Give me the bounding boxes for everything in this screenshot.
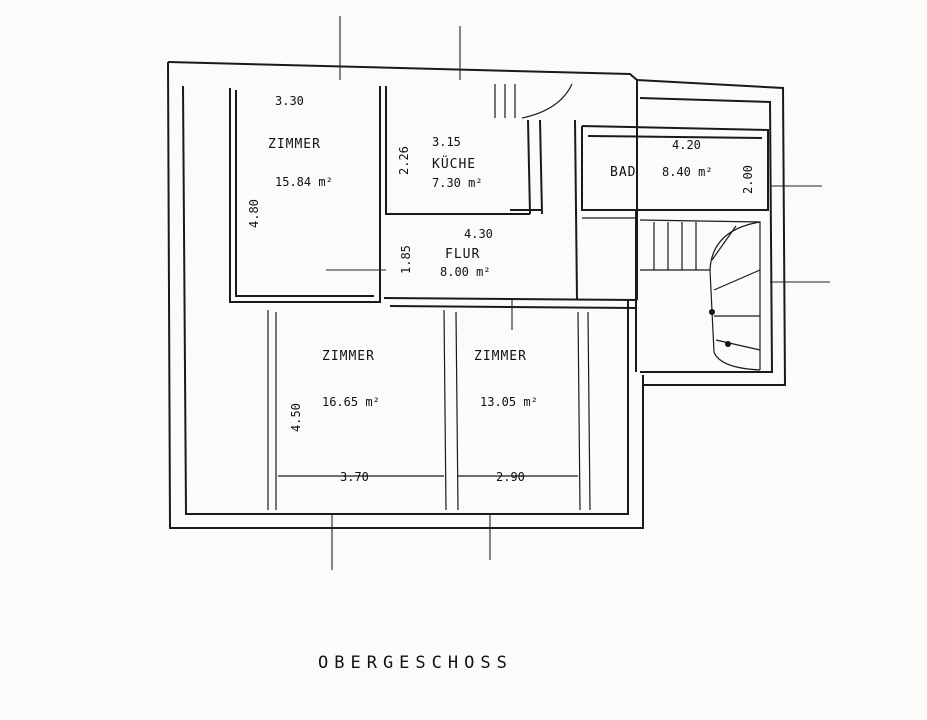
room-labels: 3.30 ZIMMER 15.84 m² 4.80 2.26 3.15 KÜCH… — [247, 94, 755, 484]
room-6-name: ZIMMER — [474, 349, 527, 364]
room-3-name: BAD — [610, 165, 636, 180]
room-2-area: 7.30 m² — [432, 176, 483, 190]
room-1-depth: 4.80 — [247, 199, 261, 228]
room-3-depth: 2.00 — [741, 165, 755, 194]
room-2-depth: 2.26 — [397, 146, 411, 175]
room-3-area: 8.40 m² — [662, 165, 713, 179]
room-4-width: 4.30 — [464, 227, 493, 241]
staircase — [494, 83, 761, 371]
room-5-width: 3.70 — [340, 470, 369, 484]
interior-walls — [229, 86, 769, 511]
outer-walls — [167, 61, 787, 529]
room-1-name: ZIMMER — [268, 137, 321, 152]
axis-lines — [278, 16, 830, 570]
room-5-depth: 4.50 — [289, 403, 303, 432]
room-2-width: 3.15 — [432, 135, 461, 149]
room-1-area: 15.84 m² — [275, 175, 333, 189]
room-4-name: FLUR — [445, 247, 480, 262]
room-5-area: 16.65 m² — [322, 395, 380, 409]
room-5-name: ZIMMER — [322, 349, 375, 364]
room-2-name: KÜCHE — [432, 155, 476, 172]
room-1-width: 3.30 — [275, 94, 304, 108]
room-4-depth: 1.85 — [399, 245, 413, 274]
room-4-area: 8.00 m² — [440, 265, 491, 279]
plan-title: OBERGESCHOSS — [318, 653, 513, 673]
room-3-width: 4.20 — [672, 138, 701, 152]
room-6-width: 2.90 — [496, 470, 525, 484]
room-6-area: 13.05 m² — [480, 395, 538, 409]
